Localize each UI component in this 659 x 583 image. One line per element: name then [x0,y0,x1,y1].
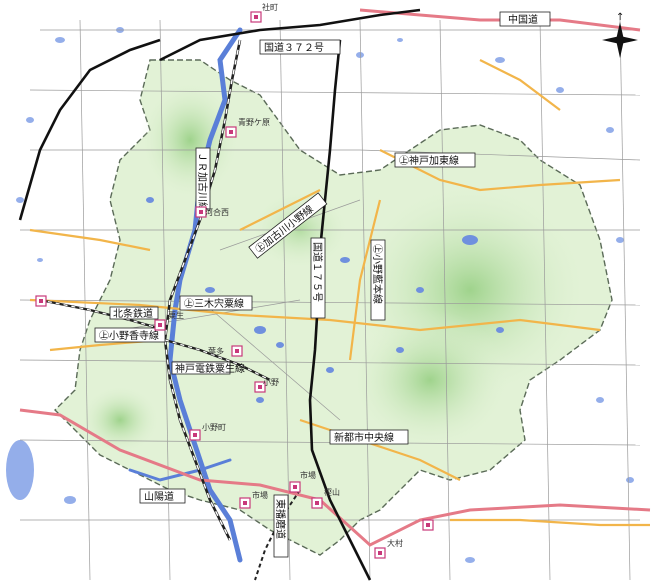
station-label: 大村 [387,538,403,548]
river-branch [128,458,232,482]
station-label: 社町 [262,2,278,12]
station-marker: 大村 [374,538,403,559]
station-marker: 市場 [289,470,316,493]
label-ono-kaga-line: ㊤小野香寺線 [99,329,159,342]
railways [39,39,301,581]
station-label: 市場 [252,490,268,500]
station-marker: 小野 [254,378,279,393]
label-sangi-line: ㊤三木宍粟線 [184,297,244,310]
label-national-175: 国道１７５号 [311,242,324,302]
label-higashi-harima-road: 東播磨道 [274,499,287,539]
station-marker: 社町 [250,2,278,23]
station-marker: 小野町 [189,423,226,441]
station-label: 樫山 [324,487,340,497]
station-label: 小野町 [202,423,226,432]
north-arrow: ↑ [602,12,638,58]
label-shintoshi-line: 新都市中央線 [334,431,394,444]
station-label: 青野ケ原 [238,117,270,127]
label-jr-kakogawa-line: ＪＲ加古川線 [196,152,209,212]
station-label: 粟生 [168,310,184,320]
station-label: 小野 [263,378,279,387]
label-ono-aino-line: ㊤小野藍本線 [371,244,384,304]
station-marker: 青野ケ原 [225,117,270,138]
station-marker [35,295,47,307]
station-label: 河合西 [205,207,229,217]
stations: 社町 青野ケ原 河合西 粟生 葉多 小野 [35,2,434,559]
station-label: 市場 [300,470,316,480]
station-marker: 市場 [239,490,268,509]
label-hojo-railway: 北条鉄道 [113,307,153,320]
ponds [6,27,634,563]
station-marker: 粟生 [154,310,184,331]
label-chugoku-expressway: 中国道 [508,13,538,26]
label-kobe-kako-line: ㊤神戸加東線 [399,154,459,167]
national-roads [18,8,421,581]
station-marker [422,519,434,531]
basin-ponds [146,197,504,403]
station-marker: 葉多 [208,345,243,357]
station-marker: 河合西 [195,206,229,218]
label-national-372: 国道３７２号 [264,41,324,54]
station-marker: 樫山 [311,487,340,509]
station-label: 葉多 [208,346,224,356]
label-kobe-ao-line: 神戸電鉄粟生線 [175,362,245,375]
label-sanyo-expressway: 山陽道 [144,490,174,503]
north-symbol: ↑ [616,12,624,23]
